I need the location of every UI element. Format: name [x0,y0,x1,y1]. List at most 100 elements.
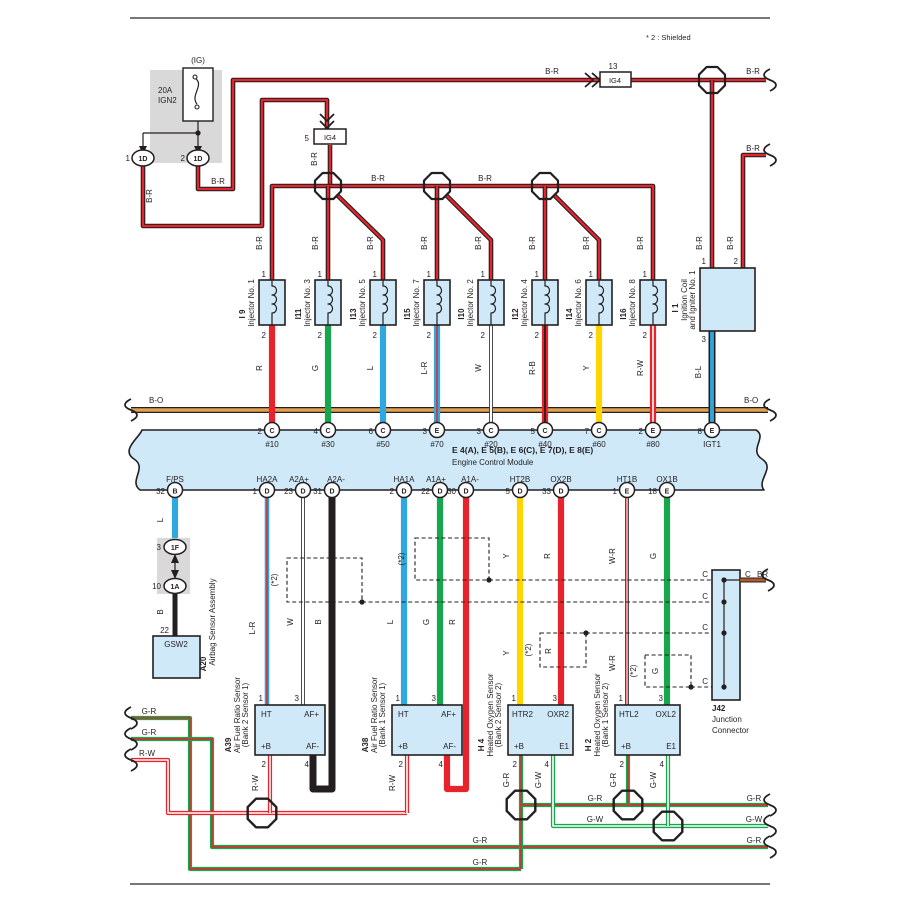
sensor-pin-label: +B [514,742,524,751]
coil-icon [327,280,334,325]
pin-conn: D [558,489,563,496]
component-id: I 1 [671,303,680,312]
coil-icon [544,280,551,325]
page-frame [130,17,770,885]
ignition-power-wires [140,68,777,280]
ecm-pin: C6#50 [369,421,392,449]
ig4-label: IG4 [609,76,621,85]
component-name: Injector No. 6 [574,279,583,327]
pin-num: 3 [423,427,428,436]
connector-1d [131,149,155,167]
pin-conn: C [596,428,601,435]
wire-color-label: B-L [694,365,703,378]
pin-num: 2 [535,331,540,340]
injector-i9: 1 2 I 9 Injector No. 1 R [238,270,286,371]
wire-color-label: B-R [145,189,154,203]
coil-icon [271,280,278,325]
pin-num: 4 [439,760,444,769]
ecm-pin: A2A-D31 [313,475,345,499]
gsw2-box [152,635,201,679]
fuse-name: IGN2 [158,96,177,105]
injector-i10: 1 2 I10 Injector No. 2 W [457,270,505,372]
sensor-pin-label: HTR2 [512,710,533,719]
wire-color-label: L-R [248,621,257,634]
component-name: Injector No. 4 [520,279,529,327]
sensor-a38: HT AF+ +B AF- 1 3 2 4 A38 Air Fuel Ratio… [361,677,463,769]
module-label: GSW2 [164,640,188,649]
wire-color-label: R-B [528,361,537,375]
wire-color-label: B-R [478,174,492,183]
pin-num: 1 [318,270,323,279]
terminal-num: 1 [126,154,131,163]
component-name: Heated Oxygen Sensor [593,673,602,756]
sensor-pin-label: E1 [559,742,569,751]
component-id: I10 [457,308,466,320]
shield-box [539,632,587,668]
pin-conn: C [380,428,385,435]
br-wire-igniter-2 [741,153,766,280]
pin-label: C [745,570,751,579]
sensor-h2: HTL2 OXL2 +B E1 1 3 2 4 H 2 Heated Oxyge… [584,673,681,769]
pin-num: 2 [427,331,432,340]
pin-label: #50 [376,440,390,449]
pin-num: 2 [734,257,739,266]
wire-color-label: B-R [311,236,320,250]
coil-icon [382,280,389,325]
pin-conn: D [401,489,406,496]
pin-name: F/PS [166,475,184,484]
ecm-subtitle: Engine Control Module [452,458,534,467]
ecm-pin: E3#70 [423,421,446,449]
splice-octagons-bottom [246,789,684,842]
pin-name: HT2B [510,475,530,484]
bo-bus [124,398,777,422]
sensor-pin-label: OXR2 [547,710,569,719]
wire-color-label: G-R [502,772,511,787]
wire-color-label: Y [582,365,591,371]
pin-num: 1 [512,694,517,703]
junction-dot [583,630,589,636]
pin-num: 2 [390,487,395,496]
shield-box [414,537,490,581]
wire-color-label: B-R [310,152,319,166]
wire-color-label: B-R [726,236,735,250]
sensor-a39: HT AF+ +B AF- 1 3 2 4 A39 Air Fuel Ratio… [224,677,326,769]
pin-label: #80 [646,440,660,449]
pin-conn: C [325,428,330,435]
pin-name: A2A+ [289,475,309,484]
component-id: I 9 [238,309,247,318]
sensor-pin-label: HT [398,710,409,719]
pin-num: 7 [585,427,590,436]
junction-dot [688,684,694,690]
ecm-top-pins: C2#10 C4#30 C6#50 E3#70 C3#20 C5#40 C7#6… [258,421,721,449]
wire-color-label: R [543,553,552,559]
component-name: Injector No. 1 [247,279,256,327]
pin-num: 2 [639,427,644,436]
pin-num: 5 [531,427,536,436]
wire-color-label: R-W [636,360,645,376]
component-id: I16 [619,308,628,320]
pin-name: HA2A [257,475,279,484]
sensor-pin-label: HT [261,710,272,719]
wire-color-label: B [156,609,165,614]
chevron-down-icon [319,113,335,129]
shield-tag: (*2) [397,552,406,565]
shield-box [644,654,692,688]
wire-color-label: L-R [420,361,429,374]
wire-color-label: G [651,668,660,674]
component-name: (Bank 2 Sensor 1) [241,682,250,747]
wire-color-label: R [544,648,553,654]
pin-conn: C [542,428,547,435]
pin-name: A1A+ [426,475,446,484]
component-name: Injector No. 8 [628,279,637,327]
component-name: Injector No. 5 [358,279,367,327]
coil-icon [436,280,443,325]
wire-color-label: B-R [695,236,704,250]
injectors: 1 2 I 9 Injector No. 1 R 1 2 I11 Injecto… [238,270,667,376]
sensor-pin-label: +B [261,742,271,751]
shield-tag: (*2) [629,664,638,677]
wire-color-label: B-R [371,174,385,183]
sensor-box [254,704,326,756]
